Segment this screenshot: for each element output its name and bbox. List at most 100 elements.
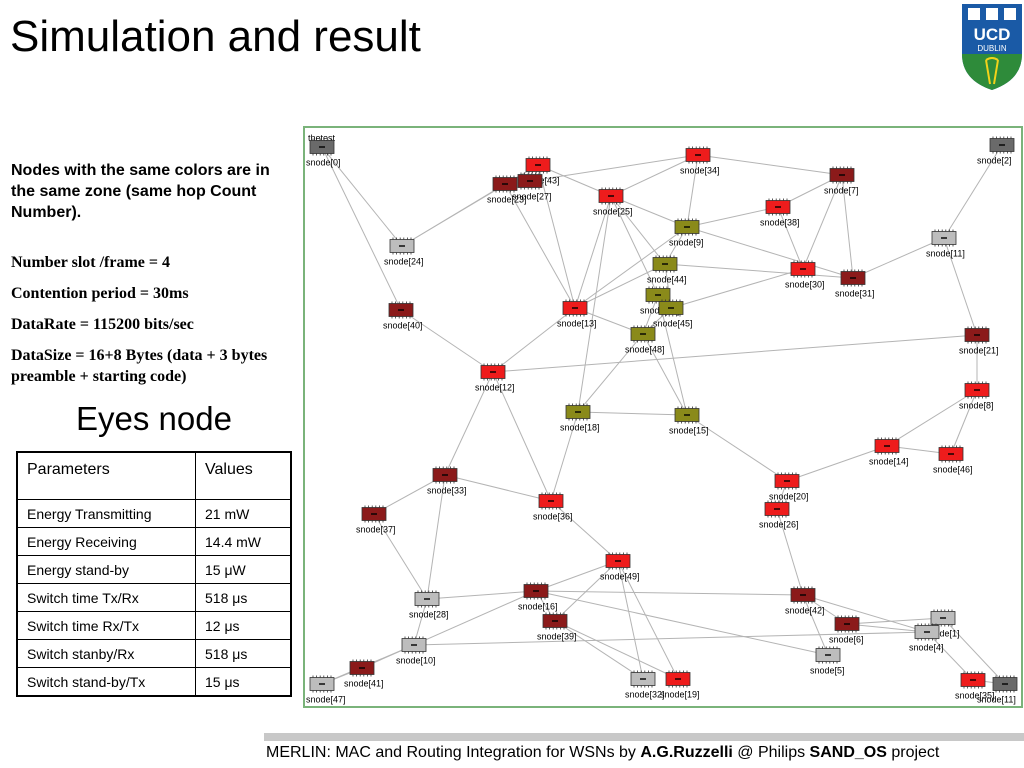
node-label: snode[33] bbox=[427, 486, 467, 496]
node-label: snode[31] bbox=[835, 289, 875, 299]
sensor-node[interactable]: snode[5] bbox=[810, 646, 845, 676]
sensor-node[interactable]: snode[19] bbox=[660, 670, 700, 700]
sensor-node[interactable]: snode[49] bbox=[600, 552, 640, 582]
network-link bbox=[926, 631, 974, 681]
node-label: snode[20] bbox=[769, 492, 809, 502]
sensor-node[interactable]: snode[11] bbox=[977, 675, 1018, 705]
sensor-node[interactable]: snode[41] bbox=[344, 659, 384, 689]
node-label: snode[24] bbox=[384, 257, 424, 267]
node-label: snode[15] bbox=[669, 426, 709, 436]
table-cell: 15 μs bbox=[195, 667, 292, 697]
table-cell: Energy Receiving bbox=[16, 527, 196, 556]
sensor-node[interactable]: snode[39] bbox=[537, 612, 577, 642]
network-link bbox=[802, 174, 843, 270]
node-label: snode[8] bbox=[959, 401, 994, 411]
node-label: snode[26] bbox=[759, 520, 799, 530]
sensor-node[interactable]: snode[34] bbox=[680, 146, 720, 176]
sensor-node[interactable]: snode[13] bbox=[557, 299, 597, 329]
sensor-node[interactable]: snode[23] bbox=[487, 175, 527, 205]
sensor-node[interactable]: snode[4] bbox=[909, 623, 944, 653]
node-label: snode[41] bbox=[344, 679, 384, 689]
footer-bar bbox=[264, 733, 1024, 741]
node-label: snode[27] bbox=[512, 192, 552, 202]
sensor-node[interactable]: snode[32] bbox=[625, 670, 665, 700]
network-link bbox=[670, 267, 804, 310]
network-link bbox=[839, 174, 856, 279]
footer-text: project bbox=[886, 744, 940, 761]
node-label: snode[7] bbox=[824, 186, 859, 196]
node-label: snode[25] bbox=[593, 207, 633, 217]
node-label: snode[32] bbox=[625, 690, 665, 700]
sensor-node[interactable]: snode[36] bbox=[533, 492, 573, 522]
sensor-node[interactable]: snode[35] bbox=[955, 671, 995, 701]
node-label: snode[38] bbox=[760, 218, 800, 228]
table-cell: Switch time Rx/Tx bbox=[16, 611, 196, 640]
node-label: snode[1] bbox=[925, 629, 960, 639]
table-cell: Energy stand-by bbox=[16, 555, 196, 584]
sensor-node[interactable]: snode[16] bbox=[518, 582, 558, 612]
sensor-node[interactable]: snode[48] bbox=[625, 325, 665, 355]
network-link bbox=[777, 206, 804, 270]
table-cell: 518 μs bbox=[195, 639, 292, 668]
node-label: snode[2] bbox=[977, 156, 1012, 166]
node-label: snode[45] bbox=[653, 319, 693, 329]
sensor-node[interactable]: snode[20] bbox=[769, 472, 809, 502]
sensor-node[interactable]: snode[0] bbox=[306, 138, 341, 168]
sensor-node[interactable]: snode[2] bbox=[977, 136, 1015, 166]
node-label: snode[37] bbox=[356, 525, 396, 535]
sensor-node[interactable]: snode[40] bbox=[383, 301, 423, 331]
sensor-node[interactable]: snode[6] bbox=[829, 615, 864, 645]
sensor-node[interactable]: snode[15] bbox=[669, 406, 709, 436]
network-link bbox=[492, 307, 576, 373]
table-cell: 14.4 mW bbox=[195, 527, 292, 556]
zone-note: Nodes with the same colors are in the sa… bbox=[11, 162, 270, 221]
sensor-node[interactable]: snode[8] bbox=[959, 381, 994, 411]
sensor-node[interactable]: snode[9] bbox=[669, 218, 704, 248]
sensor-node[interactable]: snode[38] bbox=[760, 198, 800, 228]
sensor-node[interactable]: snode[7] bbox=[824, 166, 859, 196]
sensor-node[interactable]: snode[14] bbox=[869, 437, 909, 467]
network-link bbox=[802, 594, 829, 656]
sensor-node[interactable]: snode[1] bbox=[925, 609, 960, 639]
sensor-node[interactable]: snode[25] bbox=[593, 187, 633, 217]
sensor-node[interactable]: snode[42] bbox=[785, 586, 825, 616]
sensor-node[interactable]: snode[37] bbox=[356, 505, 396, 535]
sensor-node[interactable]: snode[33] bbox=[427, 466, 467, 496]
sensor-node[interactable]: snode[28] bbox=[409, 590, 449, 620]
network-link bbox=[492, 332, 978, 375]
network-link bbox=[554, 620, 644, 680]
footer-credit: MERLIN: MAC and Routing Integration for … bbox=[266, 743, 939, 763]
node-label: snode[49] bbox=[600, 572, 640, 582]
sensor-node[interactable]: snode[45] bbox=[653, 299, 693, 329]
footer-text: MERLIN: MAC and Routing Integration for … bbox=[266, 744, 641, 761]
network-link bbox=[786, 444, 888, 483]
node-label: snode[13] bbox=[557, 319, 597, 329]
sensor-node[interactable]: snode[26] bbox=[759, 500, 799, 530]
sensor-node[interactable]: snode[46] bbox=[933, 445, 973, 475]
network-link bbox=[943, 144, 1003, 239]
sensor-node[interactable]: snode[30] bbox=[785, 260, 825, 290]
network-link bbox=[697, 152, 843, 178]
network-link bbox=[550, 500, 619, 562]
sensor-node[interactable]: snode[12] bbox=[475, 363, 515, 393]
sensor-node[interactable]: snode[44] bbox=[647, 255, 687, 285]
sensor-node[interactable]: snode[47] bbox=[306, 675, 346, 705]
node-label: snode[11] bbox=[977, 695, 1016, 705]
table-cell: Energy Transmitting bbox=[16, 499, 196, 528]
node-label: snode[42] bbox=[785, 606, 825, 616]
sensor-node[interactable]: snode[11] bbox=[926, 229, 965, 259]
table-cell: 518 μs bbox=[195, 583, 292, 612]
sensor-node[interactable]: snode[24] bbox=[384, 237, 424, 267]
network-link bbox=[577, 333, 644, 413]
sensor-node[interactable]: snode[10] bbox=[396, 636, 436, 666]
node-label: snode[47] bbox=[306, 695, 346, 705]
sensor-node[interactable]: snode[18] bbox=[560, 403, 600, 433]
network-link bbox=[424, 474, 448, 600]
sensor-node[interactable]: snode[31] bbox=[835, 269, 875, 299]
sensor-node[interactable]: snode[21] bbox=[959, 326, 999, 356]
network-link bbox=[942, 617, 1006, 685]
sensor-node[interactable]: snode[27] bbox=[512, 172, 552, 202]
